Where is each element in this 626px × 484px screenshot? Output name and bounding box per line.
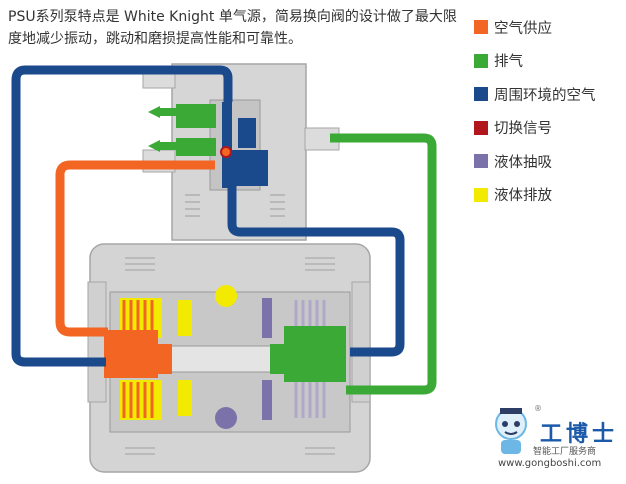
legend-item-fluid-suction: 液体抽吸 (474, 152, 596, 171)
legend-swatch (474, 154, 488, 168)
ambient-line-left (11, 65, 233, 367)
legend-label: 空气供应 (494, 20, 552, 37)
legend-label: 排气 (494, 54, 523, 70)
right-chamber (262, 298, 346, 420)
legend-label: 液体抽吸 (494, 154, 552, 171)
logo-title: 工博士 (540, 421, 619, 447)
logo-url: www.gongboshi.com (498, 458, 602, 469)
intro-text: PSU系列泵特点是 White Knight 单气源，简易换向阀的设计做了最大限… (8, 9, 457, 47)
legend-swatch (474, 87, 488, 101)
legend-label: 周围环境的空气 (494, 87, 596, 104)
legend-swatch (474, 120, 488, 135)
exhaust-line (330, 133, 437, 395)
legend-item-switch-signal: 切换信号 (474, 119, 596, 137)
legend-label: 液体排放 (494, 188, 552, 204)
legend: 空气供应 排气 周围环境的空气 切换信号 液体抽吸 液体排放 (474, 18, 596, 219)
legend-swatch (474, 53, 488, 68)
logo-registered: ® (534, 404, 542, 413)
legend-item-air-supply: 空气供应 (474, 18, 596, 37)
legend-item-ambient-air: 周围环境的空气 (474, 85, 596, 104)
logo-subtitle: 智能工厂服务商 (533, 447, 597, 457)
legend-swatch (474, 187, 488, 202)
valve-internals (148, 102, 268, 188)
watermark-logo: ® 工博士 智能工厂服务商 www.gongboshi.com (478, 400, 623, 480)
legend-swatch (474, 20, 488, 34)
legend-item-fluid-discharge: 液体排放 (474, 186, 596, 204)
left-chamber (104, 298, 192, 420)
ambient-line-right (227, 186, 405, 357)
air-supply-line (55, 160, 215, 337)
legend-label: 切换信号 (494, 121, 552, 137)
legend-item-exhaust: 排气 (474, 52, 596, 70)
robot-mascot-icon (495, 408, 527, 454)
